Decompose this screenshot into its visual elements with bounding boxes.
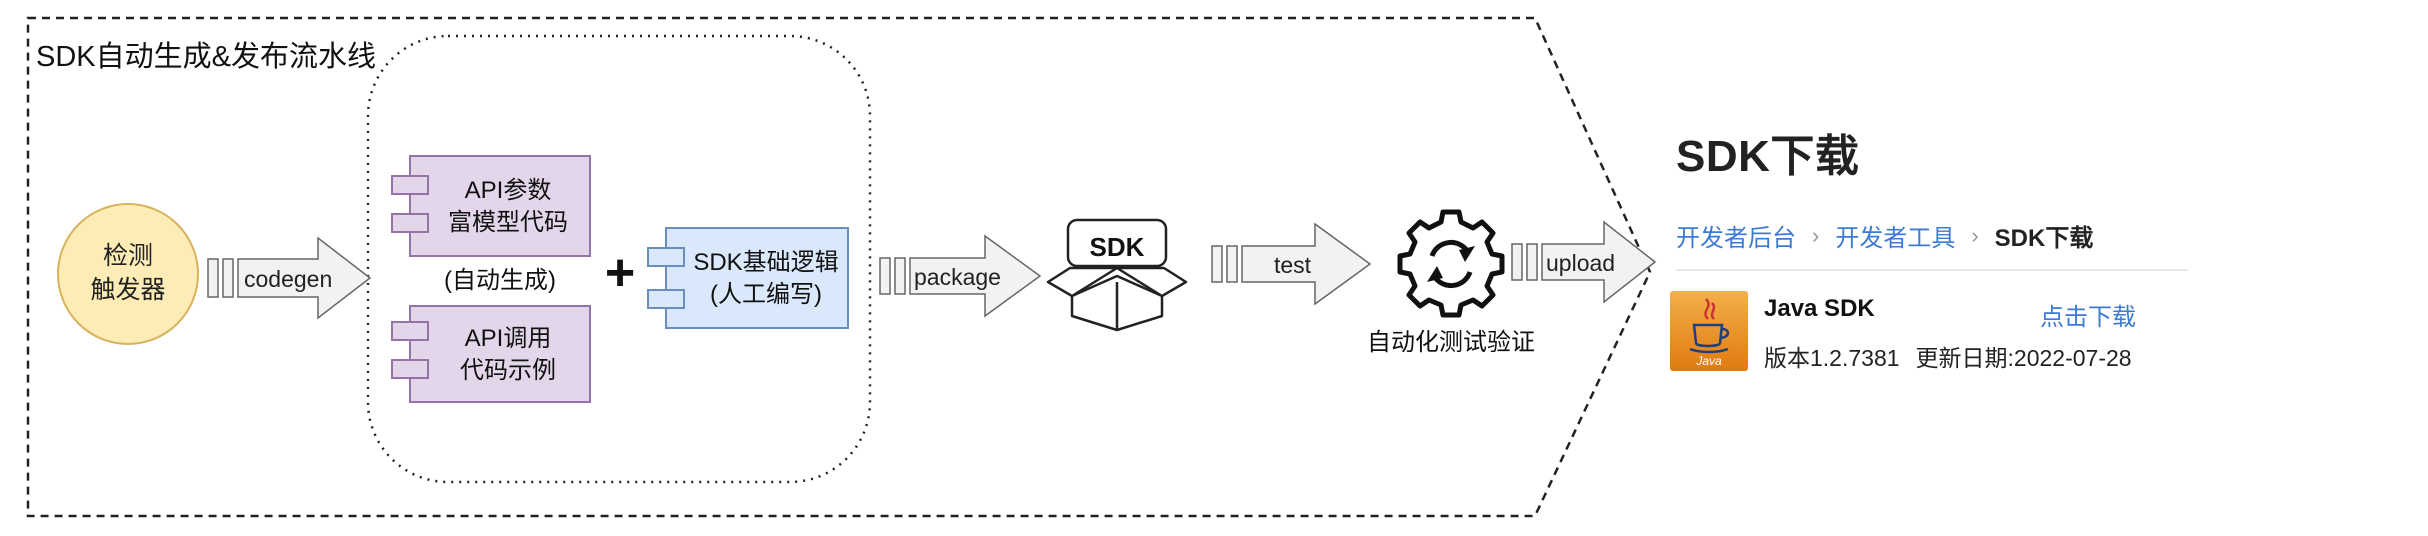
pipeline-title: SDK自动生成&发布流水线 bbox=[36, 40, 376, 73]
svg-text:Java: Java bbox=[1695, 354, 1722, 368]
sdk-box-icon bbox=[1046, 218, 1188, 332]
upload-arrow: upload bbox=[1511, 220, 1657, 304]
breadcrumb: 开发者后台 › 开发者工具 › SDK下载 bbox=[1676, 218, 2188, 271]
breadcrumb-current: SDK下载 bbox=[1994, 225, 2094, 252]
sdk-base-line1: SDK基础逻辑 bbox=[693, 249, 838, 276]
upload-arrow-label: upload bbox=[1546, 250, 1615, 276]
api-params-component: API参数 富模型代码 bbox=[391, 155, 591, 257]
download-link[interactable]: 点击下载 bbox=[2040, 304, 2136, 331]
auto-generated-label: (自动生成) bbox=[444, 267, 556, 294]
sdk-version: 版本1.2.7381 bbox=[1764, 345, 1900, 371]
sdk-base-line2: (人工编写) bbox=[710, 281, 822, 308]
gear-refresh-icon bbox=[1397, 209, 1505, 318]
package-arrow-label: package bbox=[914, 264, 1001, 290]
api-params-line2: 富模型代码 bbox=[448, 209, 568, 236]
api-call-line1: API调用 bbox=[465, 325, 552, 352]
sdk-box-label: SDK bbox=[1090, 232, 1145, 262]
package-arrow: package bbox=[879, 234, 1042, 318]
test-arrow: test bbox=[1211, 222, 1372, 306]
sdk-list-item: Java Java SDK 点击下载 版本1.2.7381 更新日期:2022-0… bbox=[1670, 291, 2190, 371]
sdk-download-panel: SDK下载 开发者后台 › 开发者工具 › SDK下载 Java Java SD… bbox=[1670, 120, 2190, 371]
sdk-item-meta: 版本1.2.7381 更新日期:2022-07-28 bbox=[1764, 339, 2132, 373]
breadcrumb-developer-tools[interactable]: 开发者工具 bbox=[1835, 225, 1956, 252]
api-call-component: API调用 代码示例 bbox=[391, 305, 591, 403]
plus-sign: + bbox=[605, 244, 635, 302]
test-arrow-label: test bbox=[1274, 252, 1312, 278]
trigger-node bbox=[57, 203, 199, 345]
sdk-item-name: Java SDK bbox=[1764, 295, 1875, 322]
sdk-updated-date: 更新日期:2022-07-28 bbox=[1915, 345, 2132, 371]
breadcrumb-developer-console[interactable]: 开发者后台 bbox=[1676, 225, 1796, 252]
auto-test-label: 自动化测试验证 bbox=[1367, 329, 1535, 356]
pipeline-diagram: SDK自动生成&发布流水线 检测 触发器 codegen API参数 富模型代码… bbox=[26, 16, 1657, 518]
pipeline-boundary bbox=[26, 16, 1652, 518]
breadcrumb-separator: › bbox=[1812, 222, 1820, 248]
codegen-arrow: codegen bbox=[207, 236, 372, 320]
api-params-line1: API参数 bbox=[465, 177, 552, 204]
codegen-arrow-label: codegen bbox=[244, 266, 332, 292]
breadcrumb-separator: › bbox=[1971, 222, 1979, 248]
trigger-label-line1: 检测 bbox=[103, 242, 153, 270]
sdk-base-component: SDK基础逻辑 (人工编写) bbox=[647, 227, 849, 329]
api-call-line2: 代码示例 bbox=[460, 357, 556, 384]
codegen-group bbox=[366, 34, 872, 484]
trigger-label-line2: 触发器 bbox=[90, 276, 165, 304]
sdk-panel-title: SDK下载 bbox=[1676, 132, 1860, 181]
java-icon: Java bbox=[1670, 291, 1748, 371]
